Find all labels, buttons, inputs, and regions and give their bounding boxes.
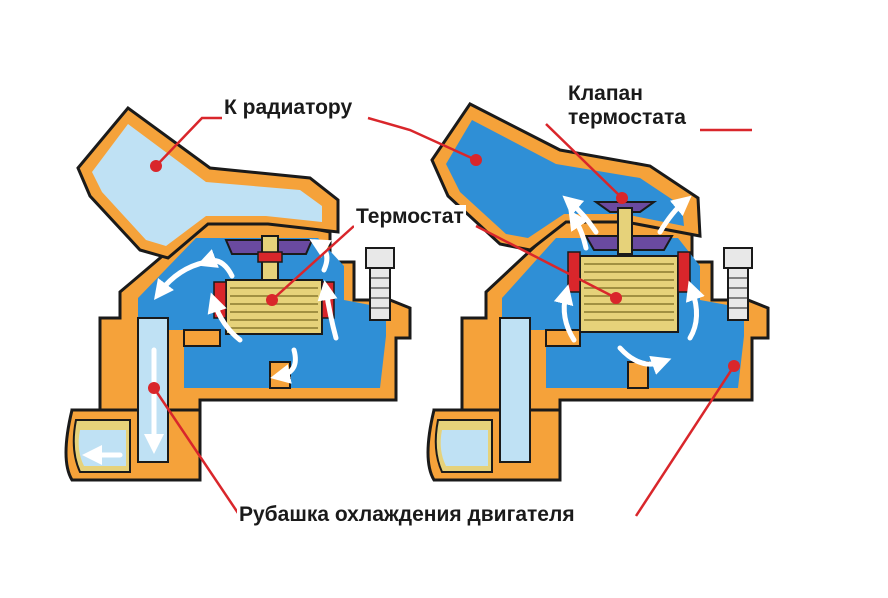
flow-arrows-left — [82, 239, 339, 465]
label-to-radiator: К радиатору — [222, 96, 355, 120]
bypass-channel-right — [499, 317, 531, 463]
leader-lines — [152, 116, 752, 517]
leader-dots — [148, 154, 740, 394]
label-cooling-jacket: Рубашка охлаждения двигателя — [237, 503, 577, 527]
label-valve-line1: Клапан — [568, 82, 643, 105]
flow-arrows-right — [553, 195, 705, 375]
radiator-pipe-coolant-left — [92, 124, 322, 246]
panel-closed — [64, 105, 412, 482]
bolt-left — [365, 247, 395, 321]
bolt-right — [723, 247, 753, 321]
label-thermostat: Термостат — [354, 205, 466, 229]
label-thermostat-valve: Клапан термостата — [566, 82, 688, 130]
panel-open — [426, 102, 770, 482]
label-valve-line2: термостата — [568, 106, 686, 129]
